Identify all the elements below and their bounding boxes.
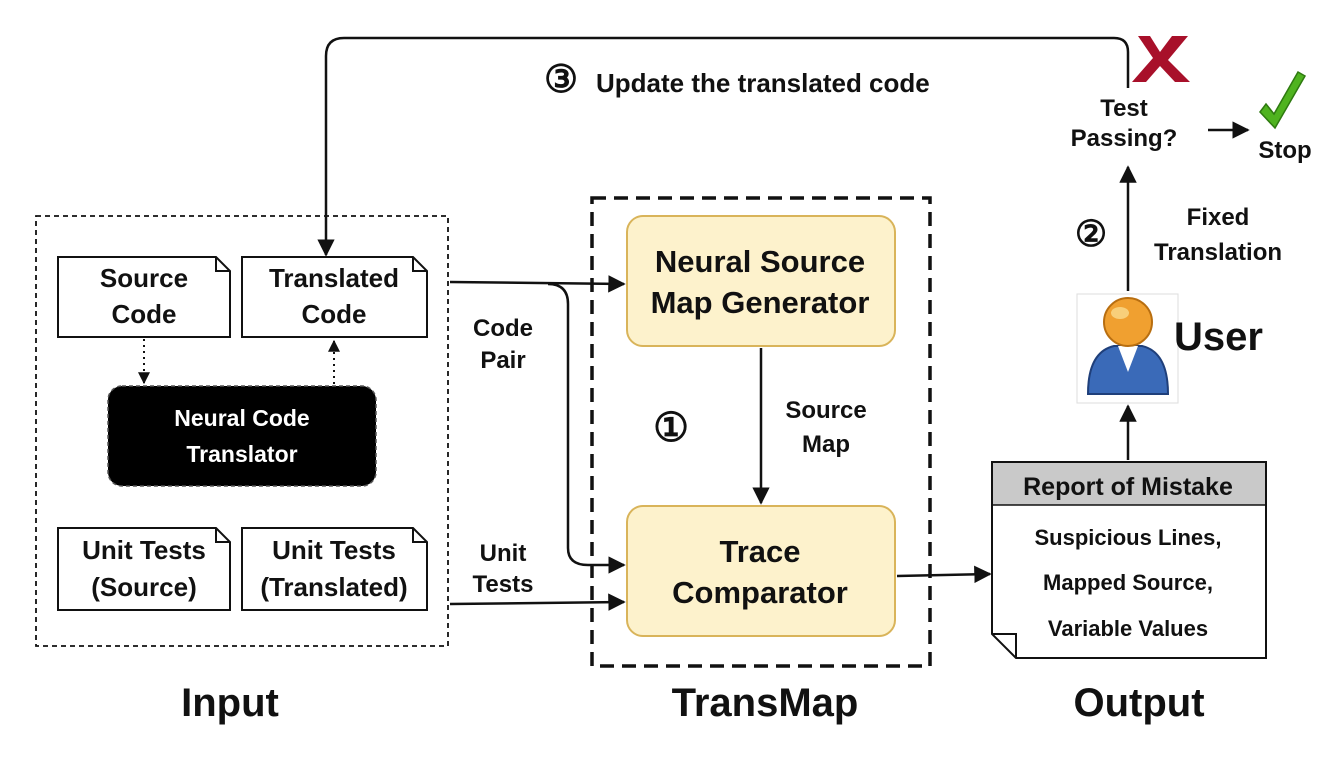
unit-tests-edge-label-2: Tests <box>473 571 534 598</box>
report-line-2: Mapped Source, <box>1043 570 1213 595</box>
translated-code-label-1: Translated <box>269 263 399 293</box>
fixed-translation-label-2: Translation <box>1154 239 1282 266</box>
input-section-title: Input <box>181 681 279 725</box>
fixed-translation-label-1: Fixed <box>1187 204 1250 231</box>
source-code-label-2: Code <box>112 299 177 329</box>
unit-tests-translated-node: Unit Tests (Translated) <box>241 527 428 611</box>
input-group-border <box>35 215 449 647</box>
stop-label: Stop <box>1258 137 1311 164</box>
test-passing-label-1: Test <box>1100 95 1148 122</box>
code-pair-label-1: Code <box>473 315 533 342</box>
source-code-node: Source Code <box>57 256 231 338</box>
source-code-label-1: Source <box>100 263 188 293</box>
source-map-label-2: Map <box>802 431 850 458</box>
unit-tests-source-label-1: Unit Tests <box>82 535 206 565</box>
update-translated-code-label: Update the translated code <box>596 68 930 98</box>
translator-label-2: Translator <box>186 441 297 467</box>
translator-label-1: Neural Code <box>174 405 309 431</box>
step-3-marker: ③ <box>544 59 578 101</box>
unit-tests-translated-label-1: Unit Tests <box>272 535 396 565</box>
transmap-group-border <box>590 196 932 668</box>
report-of-mistake-node: Report of Mistake Suspicious Lines, Mapp… <box>991 461 1267 659</box>
unit-tests-translated-label-2: (Translated) <box>260 572 407 602</box>
report-line-1: Suspicious Lines, <box>1034 525 1221 550</box>
trace-comparator-node: Trace Comparator <box>626 505 896 637</box>
code-pair-to-comparator-edge <box>547 282 626 574</box>
generator-label-1: Neural Source <box>655 244 865 279</box>
user-label: User <box>1174 315 1263 359</box>
report-line-3: Variable Values <box>1048 616 1208 641</box>
source-map-label-1: Source <box>785 397 866 424</box>
comparator-label-2: Comparator <box>672 575 848 610</box>
translated-code-node: Translated Code <box>241 256 428 338</box>
step-1-marker: ① <box>653 406 689 450</box>
x-mark-icon <box>1132 36 1190 82</box>
unit-tests-edge-label-1: Unit <box>480 540 527 567</box>
output-section-title: Output <box>1073 681 1204 725</box>
code-pair-to-generator-edge <box>449 275 626 293</box>
unit-tests-source-label-2: (Source) <box>91 572 196 602</box>
unit-tests-source-node: Unit Tests (Source) <box>57 527 231 611</box>
comparator-to-report-edge <box>896 565 992 584</box>
generator-label-2: Map Generator <box>651 285 870 320</box>
neural-source-map-generator-node: Neural Source Map Generator <box>626 215 896 347</box>
step-2-marker: ② <box>1075 213 1107 254</box>
translated-code-label-2: Code <box>302 299 367 329</box>
comparator-label-1: Trace <box>719 534 800 569</box>
report-title: Report of Mistake <box>1023 473 1233 501</box>
test-passing-label-2: Passing? <box>1071 125 1178 152</box>
update-feedback-edge <box>317 36 1130 257</box>
user-icon <box>1076 293 1179 404</box>
check-mark-icon <box>1259 70 1307 130</box>
transmap-section-title: TransMap <box>672 681 859 725</box>
unit-tests-to-comparator-edge <box>449 593 626 611</box>
code-pair-label-2: Pair <box>480 347 525 374</box>
neural-code-translator-node: Neural Code Translator <box>107 385 377 487</box>
